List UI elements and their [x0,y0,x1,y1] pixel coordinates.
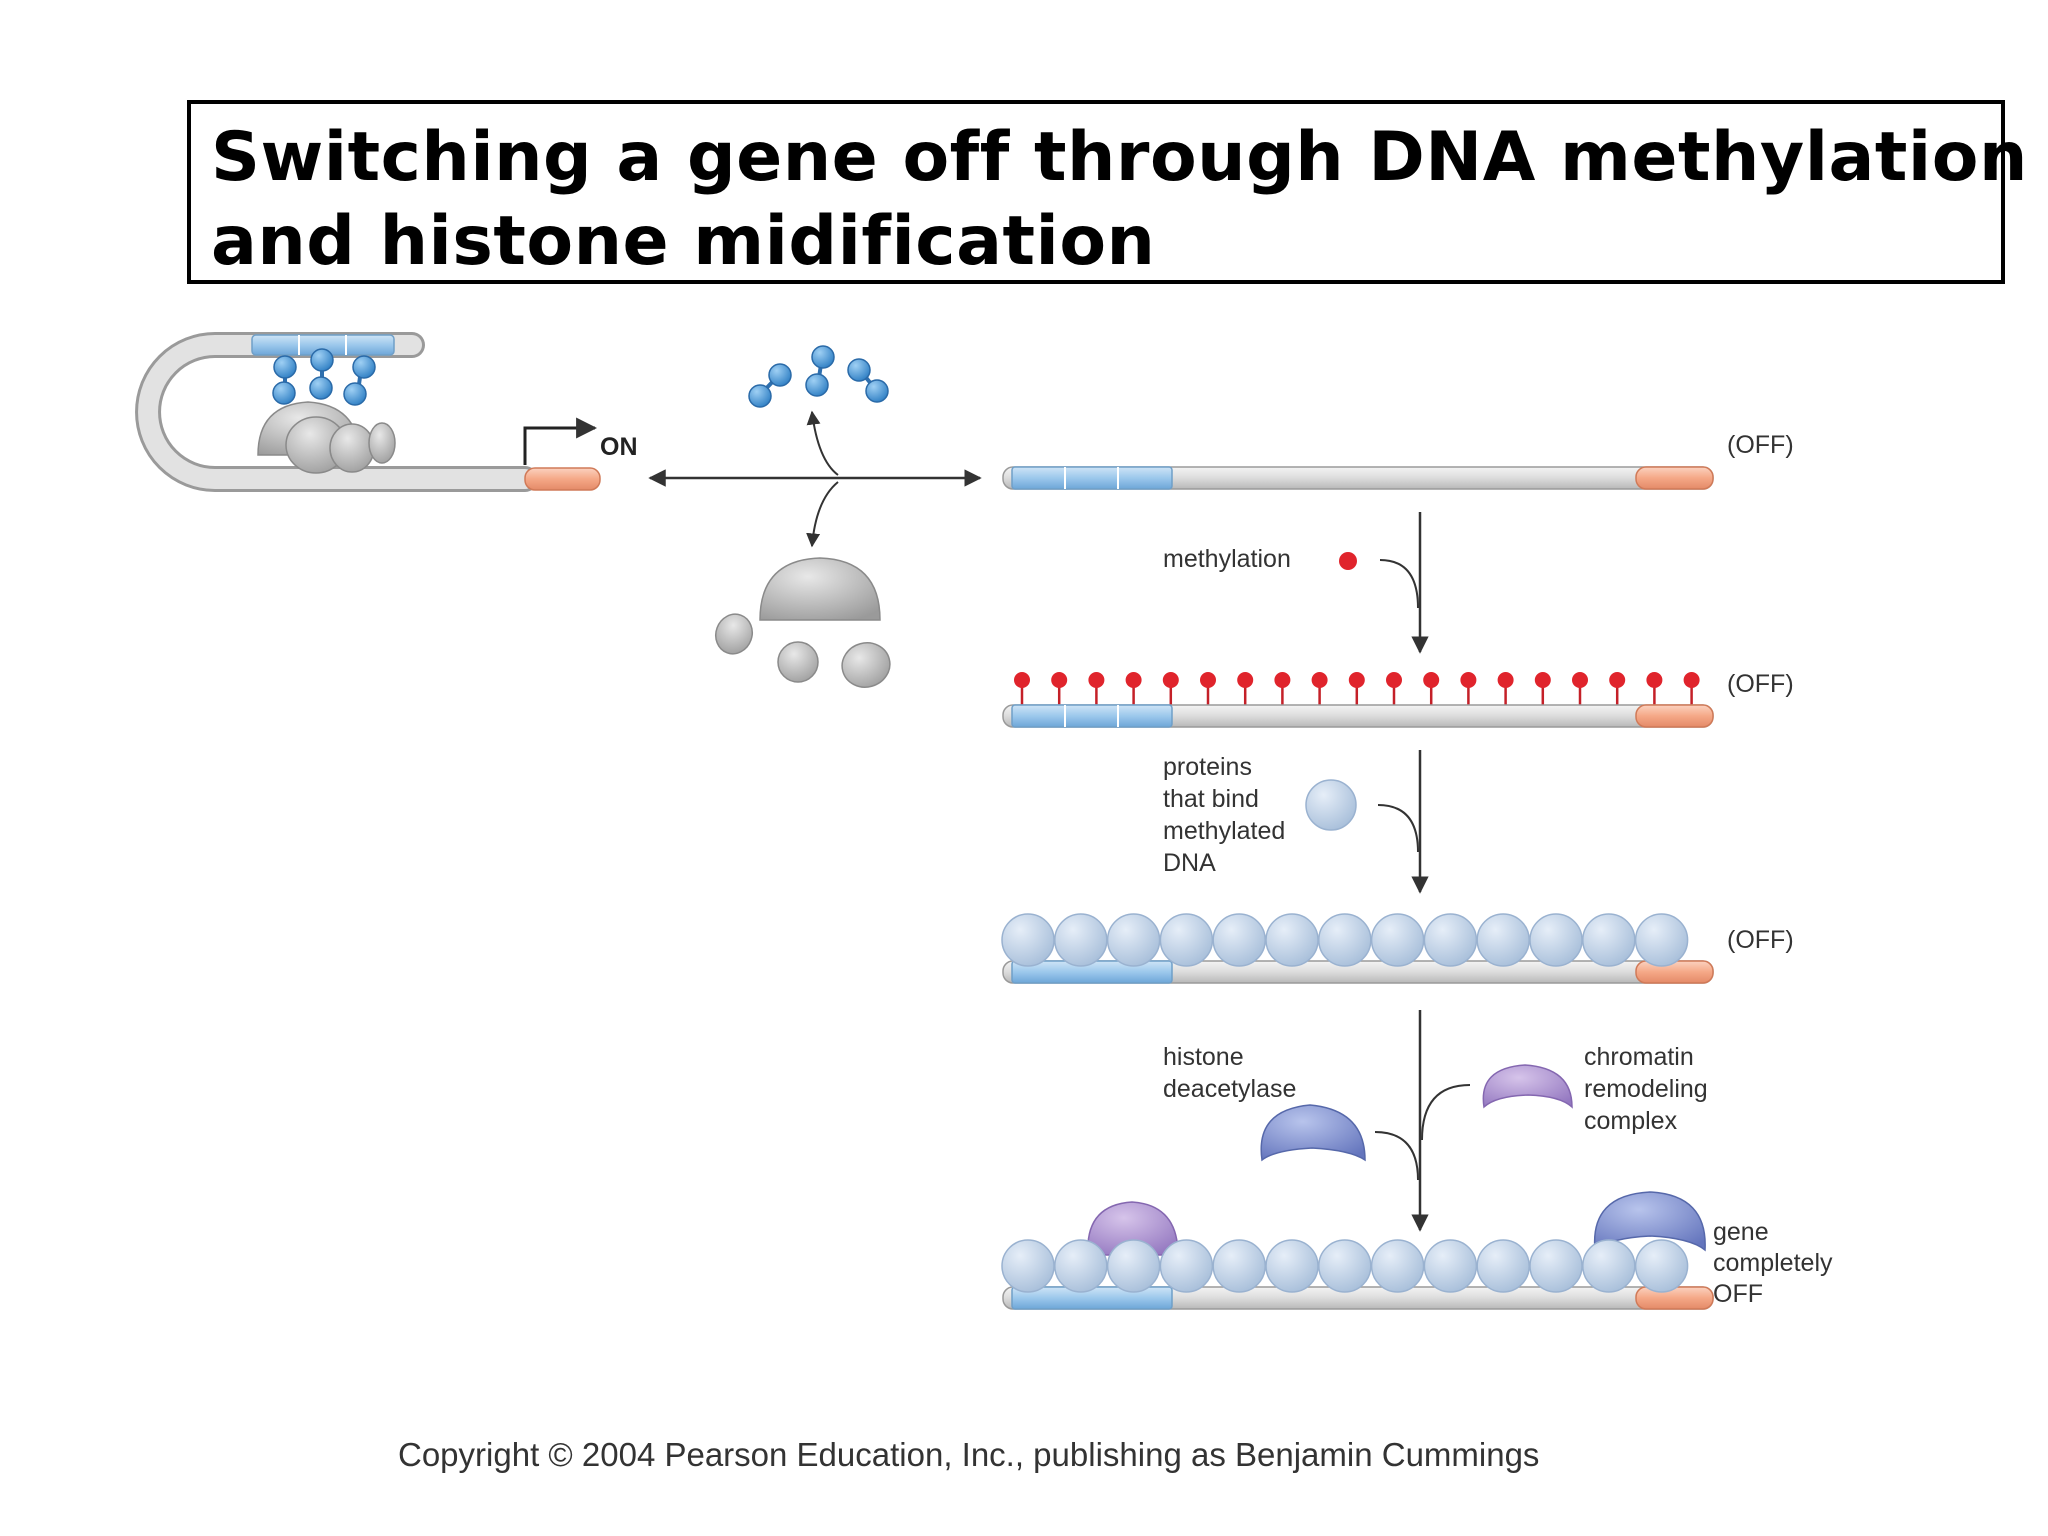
methyl-binding-protein [1265,913,1319,967]
methyl-binding-protein [1001,1239,1055,1293]
transcription-factors-bound [272,348,376,406]
methyl-group [1237,672,1254,705]
title-box: Switching a gene off through DNA methyla… [187,100,2028,284]
gene-off-label: gene completely OFF [1713,1218,1839,1308]
methyl-binding-protein [1423,1239,1478,1293]
methyl-group [1609,672,1626,705]
methyl-group [1051,672,1068,705]
methyl-group [1534,672,1551,705]
methyl-group [1200,672,1216,705]
methyl-binding-protein [1212,1239,1266,1293]
on-label: ON [600,433,638,461]
chromatin-remodeler-icon [1482,1064,1573,1109]
methyl-binding-protein [1054,1239,1108,1293]
methyl-binding-protein [1582,1239,1636,1293]
bound-remodeler-icon [1087,1201,1179,1256]
mbd-protein-row [1001,913,1689,967]
methyl-binding-protein [1476,913,1530,967]
methyl-binding-protein [1529,913,1583,967]
condensed-chromatin-row [1001,1239,1689,1293]
methyl-binding-protein [1159,913,1214,967]
methyl-group [1460,672,1477,705]
methyl-group [1497,672,1514,705]
histone-deacetylase-icon [1260,1104,1366,1162]
methyl-binding-protein [1106,1239,1161,1293]
methyl-binding-protein [1476,1239,1530,1293]
methyl-group [1125,672,1142,705]
methylation-step: methylation [1163,512,1429,654]
bound-hdac-icon [1593,1191,1706,1252]
methyl-group [1162,672,1179,705]
mbd-binding-step: proteins that bind methylated DNA [1163,750,1429,894]
methyl-group [1423,672,1440,705]
methyl-group [1311,672,1328,705]
chromatin-modification-step: histone deacetylase chromatin remodeling… [1163,1010,1715,1232]
methyl-binding-protein [1582,913,1636,967]
methyl-binding-protein [1423,913,1478,967]
methyl-binding-protein [1054,913,1108,967]
methyl-binding-protein [1370,913,1425,967]
methyl-group [1348,672,1365,705]
methyl-group [1088,672,1105,705]
methyl-group [1683,672,1700,705]
methyl-binding-protein [1318,1239,1372,1293]
methyl-binding-protein [1159,1239,1214,1293]
proteins-bind-label: proteins that bind methylated DNA [1163,753,1292,877]
methylation-label: methylation [1163,545,1291,573]
methyl-group [1014,672,1030,705]
methyl-binding-protein [1106,913,1161,967]
methyl-group-row [1014,672,1700,705]
promoter-region-loop [524,467,601,491]
released-transcription-factors [748,345,889,408]
methyl-binding-protein [1212,913,1266,967]
histone-deacetylase-label: histone deacetylase [1163,1043,1296,1103]
dna-strand-2-methylated: (OFF) [1002,670,1794,728]
mbd-protein-icon [1305,779,1357,831]
rna-polymerase-complex [257,401,396,474]
methyl-binding-protein [1318,913,1372,967]
equilibrium-arrow [648,410,982,548]
dna-strand-3-protein-bound: (OFF) [1001,913,1794,984]
methyl-group [1572,672,1588,705]
copyright-notice: Copyright © 2004 Pearson Education, Inc.… [398,1436,1540,1473]
methyl-binding-protein [1634,1239,1689,1293]
dna-strand-4-silenced: gene completely OFF [1001,1191,1839,1310]
methyl-binding-protein [1634,913,1689,967]
dna-strand-1: (OFF) [1002,431,1794,490]
off-label-3: (OFF) [1727,926,1794,954]
off-label-1: (OFF) [1727,431,1794,459]
methyl-binding-protein [1529,1239,1583,1293]
transcription-start-arrow: ON [523,417,638,465]
title-line-1: Switching a gene off through DNA methyla… [211,118,2028,197]
chromatin-remodeling-label: chromatin remodeling complex [1584,1043,1715,1135]
methyl-group-icon [1339,552,1357,570]
methyl-binding-protein [1265,1239,1319,1293]
title-line-2: and histone midification [211,202,1156,281]
methyl-group [1274,672,1291,705]
active-gene-loop [135,332,601,492]
released-polymerase-subunits [715,557,891,688]
methyl-binding-protein [1001,913,1055,967]
methyl-group [1646,672,1663,705]
methyl-binding-protein [1370,1239,1425,1293]
off-label-2: (OFF) [1727,670,1794,698]
methyl-group [1386,672,1402,705]
